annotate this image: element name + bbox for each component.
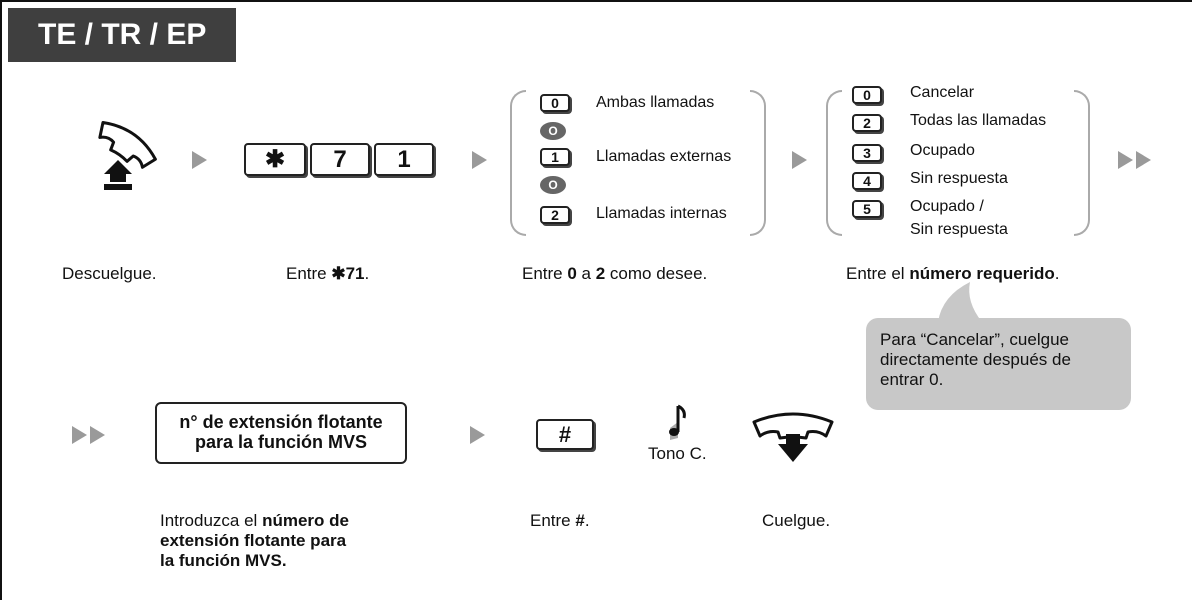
caption-onhook: Cuelgue. (762, 511, 831, 530)
bracket-left (826, 90, 842, 236)
flow-arrow (472, 151, 487, 169)
caption-hash: Entre #. (530, 511, 590, 530)
pause-icon: O (540, 176, 566, 194)
option-key: 0 (852, 86, 882, 104)
box-line: para la función MVS (194, 432, 368, 452)
key-7: 7 (310, 143, 370, 176)
option-key: 1 (540, 148, 570, 166)
option-key: 0 (540, 94, 570, 112)
balloon-pointer (938, 282, 982, 322)
caption-enter-number: Entre el número requerido. (846, 264, 1060, 283)
tone-label: Tono C. (648, 444, 707, 463)
offhook-handset-icon (98, 121, 157, 190)
key-star: ✱ (244, 143, 306, 176)
flow-arrow (792, 151, 807, 169)
box-line: n° de extensión flotante (179, 412, 383, 432)
bracket-right (750, 90, 766, 236)
option-label: Ambas llamadas (596, 94, 715, 111)
option-label: Ocupado (910, 142, 975, 159)
option-label: Llamadas internas (596, 205, 727, 222)
option-key: 3 (852, 144, 882, 162)
option-label: Sin respuesta (910, 170, 1008, 187)
option-key: 5 (852, 200, 882, 218)
floating-extension-box: n° de extensión flotante para la función… (155, 402, 407, 464)
note-balloon: Para “Cancelar”, cuelgue directamente de… (866, 318, 1131, 410)
option-label: Sin respuesta (910, 221, 1008, 238)
onhook-handset-icon (752, 412, 834, 462)
note-line: entrar 0. (880, 370, 944, 389)
flow-arrow (192, 151, 207, 169)
flow-arrow (90, 426, 105, 444)
option-label: Ocupado / (910, 198, 984, 215)
caption-enter-choice: Entre 0 a 2 como desee. (522, 264, 708, 283)
option-label: Cancelar (910, 84, 975, 101)
flow-arrow (1118, 151, 1133, 169)
note-line: directamente después de (880, 350, 1071, 369)
header-title: TE / TR / EP (8, 8, 236, 62)
bracket-right (1074, 90, 1090, 236)
tone-note-icon (669, 404, 686, 440)
bracket-left (510, 90, 526, 236)
flow-arrow (1136, 151, 1151, 169)
note-line: Para “Cancelar”, cuelgue (880, 330, 1069, 349)
option-key: 4 (852, 172, 882, 190)
option-key: 2 (852, 114, 882, 132)
option-label: Llamadas externas (596, 148, 732, 165)
caption-enter-code: Entre ✱71. (286, 264, 370, 283)
key-hash: # (536, 419, 594, 450)
option-key: 2 (540, 206, 570, 224)
pause-icon: O (540, 122, 566, 140)
flow-arrow (72, 426, 87, 444)
key-1: 1 (374, 143, 434, 176)
option-label: Todas las llamadas (910, 112, 1047, 129)
caption-offhook: Descuelgue. (62, 264, 157, 283)
flow-arrow (470, 426, 485, 444)
caption-floating: Introduzca el número de extensión flotan… (160, 511, 349, 570)
